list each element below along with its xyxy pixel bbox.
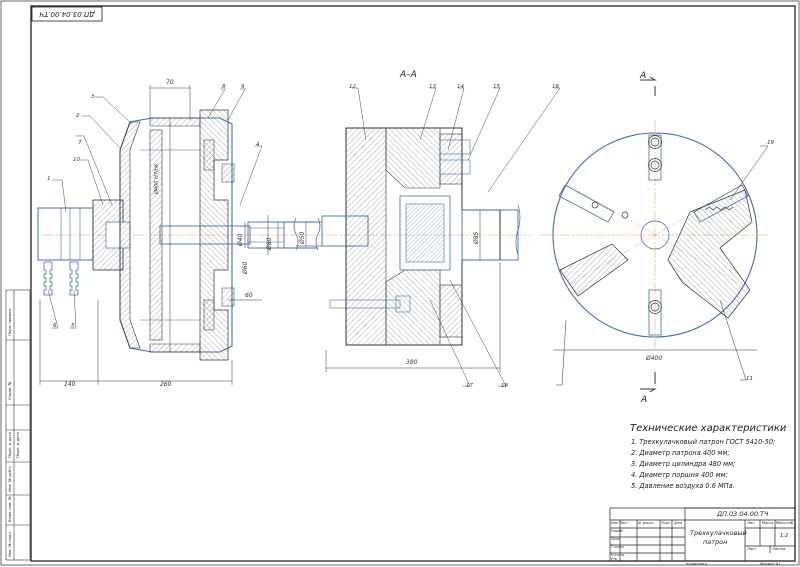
stamp-4: Инв. № дубл. bbox=[7, 466, 12, 492]
dim-85: Ø85 bbox=[473, 231, 480, 244]
title-row-6: Утв. bbox=[611, 557, 618, 561]
title-copied: Копировал bbox=[686, 562, 707, 566]
leader-13: 13 bbox=[429, 84, 436, 90]
title-row-3: Пров. bbox=[611, 537, 621, 541]
title-col-1: № докум. bbox=[638, 521, 654, 525]
leader-4: 4 bbox=[256, 142, 260, 148]
spec-line-1: 1. Трехкулачковый патрон ГОСТ 5410-50; bbox=[631, 438, 776, 446]
spec-line-3: 3. Диаметр цилиндра 480 мм; bbox=[631, 460, 736, 468]
leader-19: 19 bbox=[767, 140, 774, 146]
title-block-lines bbox=[609, 507, 796, 562]
title-name-1: Трехкулачковый bbox=[690, 529, 747, 537]
leader-3: 3 bbox=[91, 94, 95, 100]
front-view-dimensions bbox=[553, 145, 769, 386]
title-doc-code: ДП.03.04.00.ТЧ bbox=[717, 510, 769, 518]
leader-10: 10 bbox=[73, 157, 80, 163]
leader-7: 7 bbox=[78, 140, 82, 146]
dim-60-dia: Ø60 bbox=[242, 261, 249, 274]
title-scale: 1:2 bbox=[780, 533, 789, 539]
leader-18: 18 bbox=[501, 383, 508, 389]
stamp-1: Перв. примен. bbox=[7, 307, 12, 336]
view-mark-bottom: А bbox=[641, 395, 648, 405]
spec-line-2: 2. Диаметр патрона 400 мм; bbox=[631, 449, 730, 457]
dim-400-fit: Ø400 Н7/h6 bbox=[154, 163, 160, 194]
dim-80-left: Ø80 bbox=[266, 237, 273, 250]
title-hdr-scale: Масштаб bbox=[776, 521, 794, 525]
title-col-3: Дата bbox=[674, 521, 683, 525]
stamp-2: Справ. № bbox=[7, 381, 12, 400]
inner-frame bbox=[30, 5, 796, 562]
leader-lines-middle bbox=[352, 87, 561, 387]
stamp-3: Подп. и дата bbox=[7, 432, 12, 458]
cylinder-section bbox=[37, 109, 321, 361]
leader-15: 15 bbox=[493, 84, 500, 90]
leader-1: 1 bbox=[47, 176, 51, 182]
view-mark-top: А bbox=[640, 71, 647, 81]
spec-line-5: 5. Давление воздуха 0.6 МПа. bbox=[631, 482, 735, 490]
leader-2: 2 bbox=[76, 113, 80, 119]
title-hdr-mass: Масса bbox=[762, 521, 774, 525]
leader-14: 14 bbox=[457, 84, 464, 90]
leader-6: 6 bbox=[53, 323, 57, 329]
title-name-2: патрон bbox=[703, 538, 728, 546]
dim-40: Ø40 bbox=[237, 233, 244, 246]
dim-140: 140 bbox=[64, 381, 76, 388]
title-row-5: Н.контр. bbox=[611, 553, 626, 557]
leader-8: 8 bbox=[222, 84, 226, 90]
title-row-4: Т.контр. bbox=[611, 545, 625, 549]
dim-70: 70 bbox=[166, 79, 174, 86]
rotated-doc-code: ДП.03.04.00.ТЧ bbox=[39, 10, 96, 18]
title-row-1: Изм. Лист bbox=[611, 521, 628, 525]
section-dimensions bbox=[305, 210, 501, 372]
dim-260: 260 bbox=[160, 381, 172, 388]
leader-lines-left bbox=[47, 88, 263, 329]
leader-11: 11 bbox=[746, 376, 753, 382]
leader-17: 17 bbox=[466, 383, 473, 389]
leader-16: 16 bbox=[552, 84, 559, 90]
title-hdr-lit: Лит. bbox=[747, 521, 756, 525]
dim-400: Ø400 bbox=[646, 355, 663, 362]
stamp-5: Взам. инв. № bbox=[7, 496, 12, 522]
side-stamp bbox=[5, 289, 31, 561]
leader-9: 9 bbox=[241, 84, 245, 90]
dim-380: 380 bbox=[406, 359, 418, 366]
title-sheets: Листов bbox=[772, 547, 786, 551]
cylinder-dimensions bbox=[39, 85, 279, 385]
leader-12: 12 bbox=[349, 84, 356, 90]
section-a-a bbox=[290, 127, 530, 346]
specs-title: Технические характеристики bbox=[630, 423, 787, 434]
leader-5: 5 bbox=[71, 323, 75, 329]
dim-50: Ø50 bbox=[299, 231, 306, 244]
section-label: А–А bbox=[400, 70, 417, 80]
title-row-2: Разраб. bbox=[611, 529, 624, 533]
dim-60: 60 bbox=[245, 292, 253, 299]
code-box bbox=[31, 6, 103, 22]
title-format: Формат А1 bbox=[760, 562, 781, 566]
title-sheet: Лист bbox=[747, 547, 757, 551]
title-col-2: Подп. bbox=[661, 521, 671, 525]
stamp-6: Подп. и дата bbox=[15, 432, 20, 458]
chuck-front-view bbox=[540, 76, 770, 393]
stamp-7: Инв. № подл. bbox=[7, 530, 12, 557]
spec-line-4: 4. Диаметр поршня 400 мм; bbox=[631, 471, 728, 479]
